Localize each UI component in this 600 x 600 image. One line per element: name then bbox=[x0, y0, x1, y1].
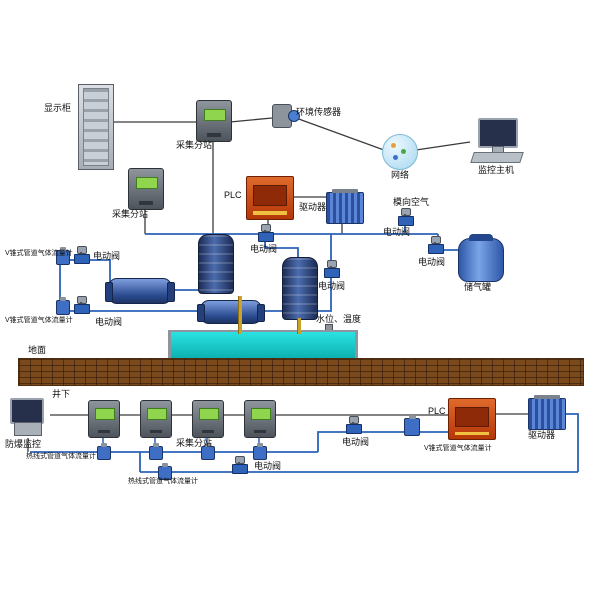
label-valve-bottom-center: 电动阀 bbox=[254, 461, 282, 471]
network-node-dot bbox=[391, 143, 396, 148]
label-gas-tank: 储气罐 bbox=[464, 282, 492, 292]
valve-actuator bbox=[77, 296, 87, 304]
collection-substation-underground-4 bbox=[244, 400, 276, 438]
network-node-dot bbox=[393, 155, 398, 160]
vcone-flow-meter-bottom-right bbox=[404, 415, 420, 436]
cabinet-panel bbox=[83, 88, 109, 166]
water-pool bbox=[168, 330, 358, 361]
label-lateral-air: 模向空气 bbox=[393, 197, 430, 207]
vacuum-pump-1 bbox=[105, 278, 175, 304]
valve-actuator bbox=[261, 224, 271, 232]
plc-box-bottom bbox=[448, 398, 496, 440]
network-node-dot bbox=[401, 149, 406, 154]
collection-substation-underground-3 bbox=[192, 400, 224, 438]
driver-box-bottom bbox=[528, 395, 566, 430]
label-substation-left: 采集分站 bbox=[112, 209, 149, 219]
electric-valve-bottom-center bbox=[232, 456, 248, 474]
label-substation-bottom: 采集分站 bbox=[176, 438, 213, 448]
comm-line bbox=[229, 117, 273, 123]
label-plc-bottom: PLC bbox=[428, 406, 446, 416]
label-valve-bottom-right: 电动阀 bbox=[342, 437, 370, 447]
electric-valve-left-lower bbox=[74, 296, 90, 314]
comm-line bbox=[295, 117, 385, 151]
label-hotwire-meter-2: 热线式管道气体流量计 bbox=[128, 478, 198, 485]
label-valve-tank-inlet: 电动阀 bbox=[418, 257, 446, 267]
valve-body bbox=[346, 424, 362, 434]
label-underground: 井下 bbox=[52, 389, 71, 399]
comm-line bbox=[415, 141, 471, 151]
hotwire-flow-meter-1 bbox=[97, 443, 111, 460]
electric-valve-lateral-air bbox=[398, 208, 414, 226]
valve-body bbox=[428, 244, 444, 254]
electric-valve-center-top bbox=[258, 224, 274, 242]
collection-substation-top bbox=[196, 100, 232, 142]
environment-sensor-icon bbox=[272, 104, 300, 128]
hotwire-flow-meter-2 bbox=[149, 443, 163, 460]
label-driver-bottom: 驱动器 bbox=[528, 430, 556, 440]
vertical-tank-1 bbox=[198, 234, 234, 294]
label-ground: 地面 bbox=[28, 345, 47, 355]
label-driver-top: 驱动器 bbox=[299, 202, 327, 212]
valve-actuator bbox=[431, 236, 441, 244]
vcone-flow-meter-left-lower bbox=[56, 297, 70, 315]
valve-actuator bbox=[235, 456, 245, 464]
valve-body bbox=[324, 268, 340, 278]
vcone-flow-meter-left-upper bbox=[56, 247, 70, 265]
pipe-line bbox=[316, 277, 332, 312]
label-valve-left-upper: 电动阀 bbox=[93, 251, 121, 261]
monitor-screen bbox=[478, 118, 518, 148]
computer-unit bbox=[14, 422, 42, 436]
hotwire-flow-meter-5 bbox=[158, 463, 172, 480]
valve-actuator bbox=[401, 208, 411, 216]
label-valve-center-mid: 电动阀 bbox=[318, 281, 346, 291]
label-vcone-left-upper: V锥式管道气体流量计 bbox=[5, 250, 73, 257]
electric-valve-left-upper bbox=[74, 246, 90, 264]
valve-actuator bbox=[327, 260, 337, 268]
collection-substation-underground-1 bbox=[88, 400, 120, 438]
drain-pipe-yellow-1 bbox=[238, 296, 242, 334]
hotwire-flow-meter-4 bbox=[253, 443, 267, 460]
display-cabinet bbox=[78, 84, 114, 170]
label-hotwire-meter-1: 热线式管道气体流量计 bbox=[26, 453, 96, 460]
collection-substation-left bbox=[128, 168, 164, 210]
label-display-cabinet: 显示柜 bbox=[44, 103, 72, 113]
valve-body bbox=[258, 232, 274, 242]
electric-valve-center-mid bbox=[324, 260, 340, 278]
valve-actuator bbox=[349, 416, 359, 424]
label-substation-top: 采集分站 bbox=[176, 140, 213, 150]
valve-body bbox=[74, 254, 90, 264]
label-valve-center-top: 电动阀 bbox=[250, 244, 278, 254]
label-network: 网络 bbox=[391, 170, 410, 180]
valve-actuator bbox=[77, 246, 87, 254]
keyboard bbox=[470, 152, 524, 163]
label-valve-lateral: 电动阀 bbox=[383, 227, 411, 237]
label-plc-top: PLC bbox=[224, 190, 242, 200]
label-water-temp: 水位、温度 bbox=[316, 314, 362, 324]
label-valve-left-lower: 电动阀 bbox=[95, 317, 123, 327]
collection-substation-underground-2 bbox=[140, 400, 172, 438]
network-cloud bbox=[382, 134, 418, 170]
label-vcone-bottom-right: V锥式管道气体流量计 bbox=[424, 445, 492, 452]
vertical-tank-2 bbox=[282, 257, 318, 320]
ground-strata-band bbox=[18, 358, 584, 386]
label-vcone-left-lower: V锥式管道气体流量计 bbox=[5, 317, 73, 324]
driver-box-top bbox=[326, 189, 364, 224]
electric-valve-bottom-right bbox=[346, 416, 362, 434]
valve-body bbox=[398, 216, 414, 226]
gas-storage-tank bbox=[458, 234, 504, 282]
pipe-line bbox=[264, 240, 299, 258]
hotwire-flow-meter-3 bbox=[201, 443, 215, 460]
valve-body bbox=[74, 304, 90, 314]
plc-box-top bbox=[246, 176, 294, 220]
vacuum-pump-2 bbox=[197, 300, 265, 324]
monitor-screen bbox=[10, 398, 44, 424]
pipe-line bbox=[562, 413, 579, 472]
label-monitor-host: 监控主机 bbox=[478, 165, 515, 175]
label-explosionproof: 防爆监控 bbox=[5, 439, 42, 449]
label-env-sensor: 环境传感器 bbox=[296, 107, 342, 117]
valve-body bbox=[232, 464, 248, 474]
electric-valve-gas-tank-inlet bbox=[428, 236, 444, 254]
drain-pipe-yellow-2 bbox=[297, 318, 301, 334]
